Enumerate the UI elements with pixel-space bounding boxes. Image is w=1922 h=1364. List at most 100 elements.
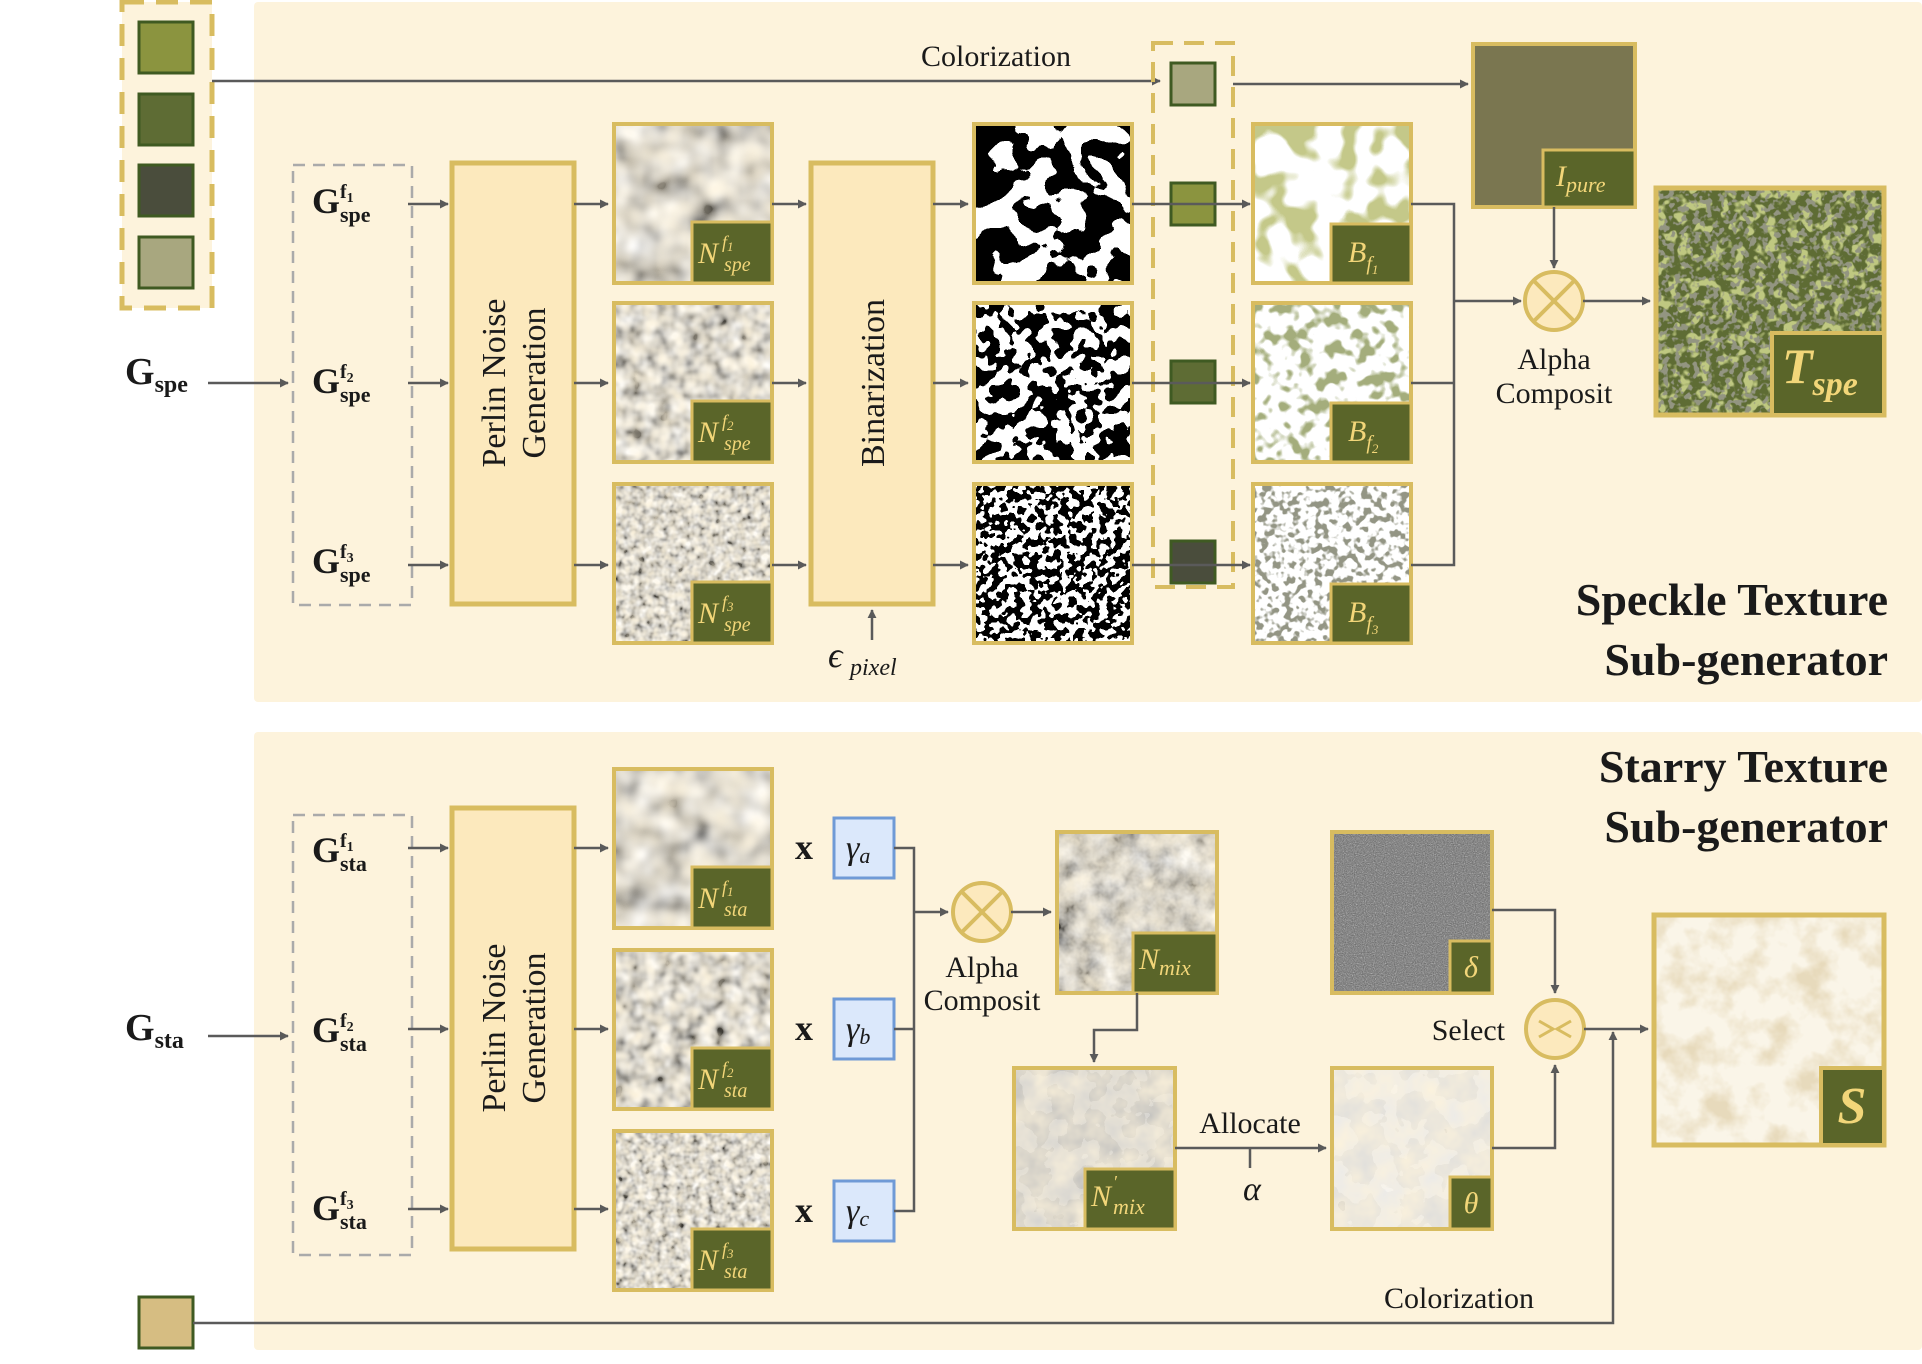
svg-text:spe: spe [340, 202, 371, 227]
speckle-frequency-inputs-box [291, 163, 414, 607]
svg-text:θ: θ [1464, 1187, 1479, 1220]
svg-text:G: G [312, 181, 340, 221]
epsilon-pixel-label: ϵ pixel [828, 635, 897, 681]
noise-tag-sta-f2 [690, 1046, 774, 1111]
noise-tag-spe-f1 [690, 220, 774, 285]
svg-text:sta: sta [724, 1080, 747, 1102]
svg-text:f3: f3 [340, 1188, 354, 1213]
alpha-param-label: α [1243, 1171, 1262, 1208]
input-g-sta-f2: G f2 sta [312, 1010, 367, 1056]
input-g-sta: Gsta [125, 1007, 184, 1054]
svg-text:spe: spe [340, 382, 371, 407]
starry-perlin-label: Perlin NoiseGeneration [476, 943, 553, 1112]
selected-swatch-3 [1169, 539, 1217, 585]
colorized-binary-3: Bf3 [1251, 482, 1413, 645]
starry-color-swatch [137, 1295, 195, 1350]
arrow-theta-to-select [1492, 1064, 1560, 1150]
select-operator [1524, 998, 1586, 1060]
input-g-spe-f2: G f2 spe [312, 361, 371, 407]
input-g-spe-f3: G f3 spe [312, 541, 371, 587]
svg-text:γa: γa [846, 830, 870, 868]
svg-text:f3: f3 [722, 1239, 734, 1261]
binary-tag-1 [1329, 222, 1413, 285]
noise-image-spe-f1: N f1 spe [612, 122, 774, 285]
svg-text:spe: spe [724, 614, 751, 636]
svg-text:Bf2: Bf2 [1348, 415, 1379, 456]
speckle-output-tag [1770, 331, 1886, 417]
selected-colors-box [1151, 41, 1235, 589]
svg-text:Ipure: Ipure [1555, 160, 1606, 197]
palette-swatch-2 [137, 92, 195, 147]
svg-text:spe: spe [724, 433, 751, 455]
input-g-sta-f1: G f1 sta [312, 830, 367, 876]
svg-text:sta: sta [724, 899, 747, 921]
gamma-b-box: γb [832, 997, 896, 1061]
colorization-label-top: Colorization [921, 40, 1071, 73]
colorized-binary-2: Bf2 [1251, 301, 1413, 464]
svg-text:Bf1: Bf1 [1348, 236, 1378, 277]
mix-tag [1131, 931, 1219, 995]
colorized-binary-1: Bf1 [1251, 122, 1413, 285]
colorization-label-bottom: Colorization [1384, 1282, 1534, 1315]
svg-text:G: G [312, 1188, 340, 1228]
svg-text:sta: sta [340, 1209, 367, 1234]
theta-tag [1448, 1175, 1494, 1231]
palette-swatch-4 [137, 235, 195, 290]
mix-image: Nmix [1055, 830, 1219, 995]
delta-tag [1448, 939, 1494, 995]
svg-text:sta: sta [340, 851, 367, 876]
svg-text:γb: γb [846, 1011, 870, 1049]
svg-text:N: N [697, 1244, 720, 1277]
gamma-c-box: γc [832, 1179, 896, 1243]
noise-tag-spe-f3 [690, 580, 774, 645]
speckle-output-image: Tspe [1653, 185, 1887, 418]
alpha-composite-operator-starry [951, 881, 1013, 943]
binarization-label: Binarization [855, 299, 892, 467]
svg-text:f2: f2 [340, 1010, 354, 1035]
binary-image-3 [972, 482, 1134, 645]
mix-prime-image: N ′ mix [1012, 1066, 1177, 1231]
noise-tag-sta-f1 [690, 865, 774, 930]
mix-prime-tag [1083, 1167, 1177, 1231]
multiply-sign-b: x [795, 1008, 813, 1048]
svg-text:spe: spe [724, 254, 751, 276]
svg-text:mix: mix [1113, 1194, 1145, 1219]
svg-text:f3: f3 [340, 541, 354, 566]
noise-image-sta-f2: N f2 sta [612, 948, 774, 1111]
arrow-delta-to-select [1492, 908, 1560, 994]
input-g-sta-f3: G f3 sta [312, 1188, 367, 1234]
theta-image: θ [1330, 1066, 1494, 1231]
binary-image-2 [972, 301, 1134, 464]
svg-text:Nmix: Nmix [1138, 943, 1191, 980]
arrow-mix-to-mixprime [1089, 993, 1139, 1063]
svg-text:f2: f2 [340, 361, 354, 386]
svg-text:sta: sta [340, 1031, 367, 1056]
svg-text:Gsta: Gsta [125, 1007, 184, 1054]
svg-text:G: G [312, 541, 340, 581]
svg-text:sta: sta [724, 1261, 747, 1283]
binarization-box [808, 160, 936, 607]
svg-text:f1: f1 [340, 830, 354, 855]
svg-text:f1: f1 [722, 877, 734, 899]
noise-tag-sta-f3 [690, 1227, 774, 1292]
colorization-arrow-bottom [193, 1031, 1618, 1325]
pure-tag [1541, 148, 1637, 209]
svg-text:f2: f2 [722, 411, 734, 433]
svg-text:f2: f2 [722, 1058, 734, 1080]
starry-output-tag [1819, 1066, 1886, 1147]
starry-frequency-inputs-box [291, 813, 414, 1257]
svg-text:N: N [697, 882, 720, 915]
svg-text:N: N [1090, 1180, 1113, 1213]
selected-swatch-pure [1169, 61, 1217, 107]
svg-text:f1: f1 [340, 181, 354, 206]
svg-text:γc: γc [846, 1193, 869, 1231]
svg-text:N: N [697, 1063, 720, 1096]
palette-swatch-1 [137, 20, 195, 75]
svg-text:pixel: pixel [848, 655, 897, 681]
alpha-composite-operator-speckle [1523, 270, 1585, 332]
